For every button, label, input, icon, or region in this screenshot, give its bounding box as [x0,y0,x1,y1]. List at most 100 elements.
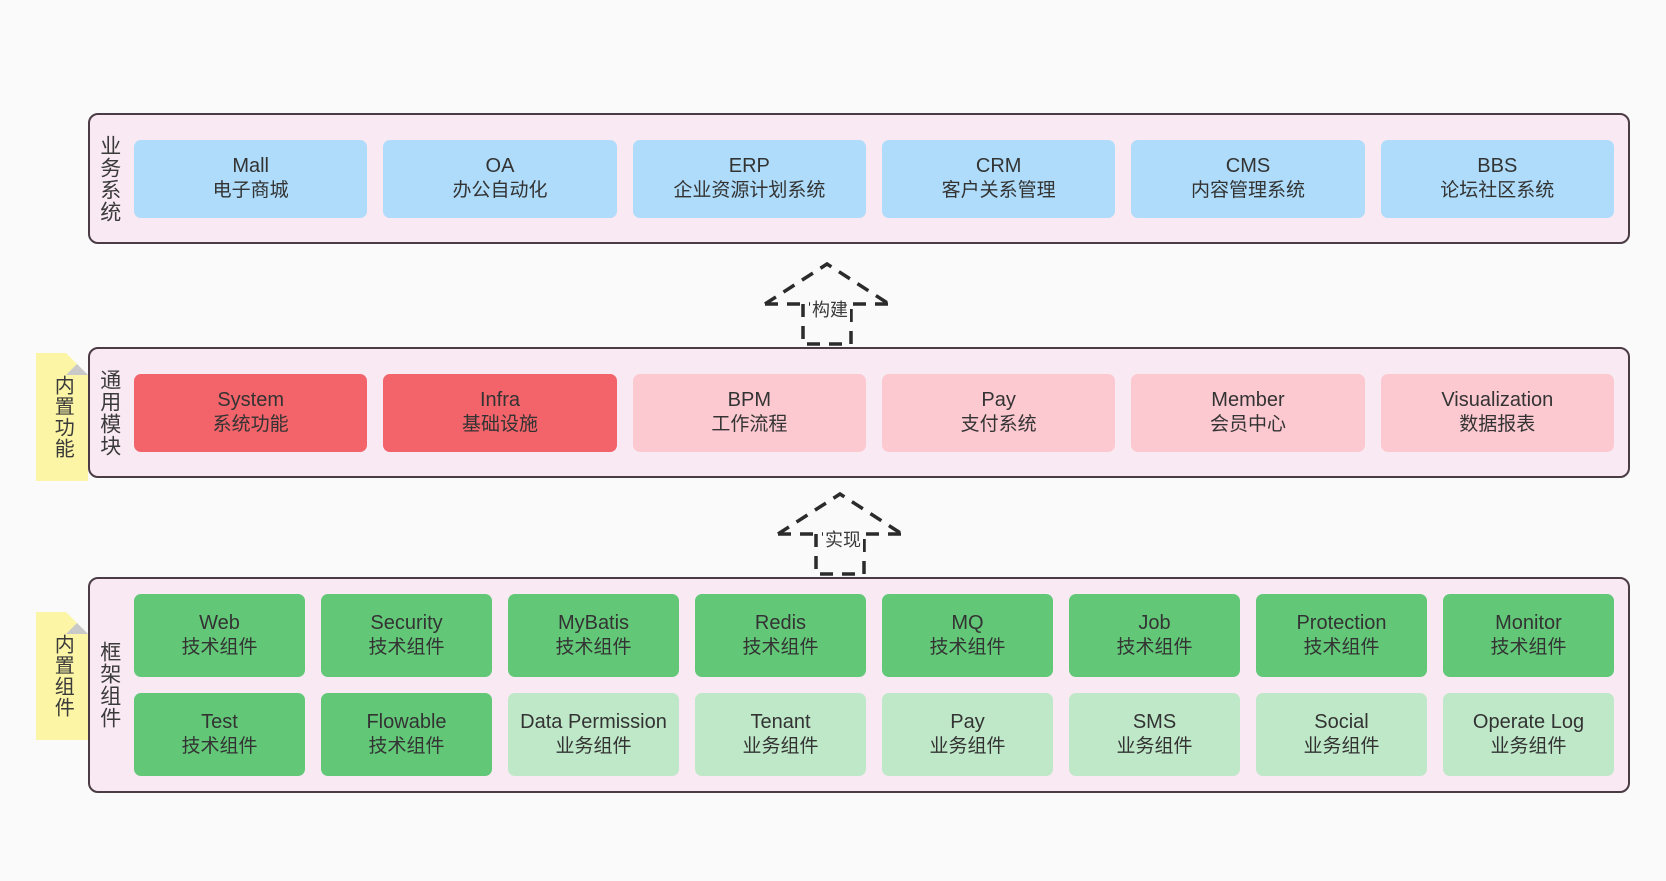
node-tenant[interactable]: Tenant 业务组件 [695,693,866,776]
node-mybatis[interactable]: MyBatis 技术组件 [508,594,679,677]
node-row: Test 技术组件 Flowable 技术组件 Data Permission … [134,693,1614,776]
node-crm[interactable]: CRM 客户关系管理 [881,139,1116,218]
node-bpm[interactable]: BPM 工作流程 [632,373,866,452]
node-title: Social [1314,711,1369,734]
node-subtitle: 企业资源计划系统 [673,180,826,202]
node-subtitle: 系统功能 [212,414,289,436]
node-bbs[interactable]: BBS 论坛社区系统 [1380,139,1614,218]
node-title: OA [485,155,515,178]
node-title: Visualization [1441,389,1554,412]
node-title: Job [1138,612,1171,635]
node-subtitle: 技术组件 [555,637,632,659]
node-title: BPM [727,389,771,412]
node-title: Security [370,612,443,635]
band-body-framework-components: Web 技术组件 Security 技术组件 MyBatis 技术组件 Redi… [128,579,1628,791]
node-security[interactable]: Security 技术组件 [321,594,492,677]
band-label-common-modules: 通用模块 [97,368,121,457]
node-subtitle: 技术组件 [742,637,819,659]
node-subtitle: 论坛社区系统 [1440,180,1555,202]
node-mq[interactable]: MQ 技术组件 [882,594,1053,677]
node-title: Flowable [366,711,447,734]
node-title: Data Permission [520,711,667,734]
node-subtitle: 客户关系管理 [941,180,1056,202]
node-row: Web 技术组件 Security 技术组件 MyBatis 技术组件 Redi… [134,594,1614,677]
node-flowable[interactable]: Flowable 技术组件 [321,693,492,776]
band-framework-components: 框架组件 Web 技术组件 Security 技术组件 MyBatis 技术组件… [88,577,1630,793]
node-subtitle: 业务组件 [742,736,819,758]
node-oa[interactable]: OA 办公自动化 [383,139,617,218]
node-redis[interactable]: Redis 技术组件 [695,594,866,677]
arrow-implement-label: 实现 [823,526,863,552]
node-subtitle: 技术组件 [1490,637,1567,659]
node-title: CRM [975,155,1022,178]
node-title: System [217,389,284,412]
node-subtitle: 业务组件 [1303,736,1380,758]
note-label: 内置组件 [51,634,74,718]
node-title: Pay [950,711,985,734]
node-subtitle: 办公自动化 [452,180,548,202]
node-title: Mall [232,155,269,178]
node-data-permission[interactable]: Data Permission 业务组件 [508,693,679,776]
node-subtitle: 支付系统 [960,414,1037,436]
node-title: SMS [1132,711,1177,734]
node-title: CMS [1225,155,1271,178]
node-title: Operate Log [1472,711,1585,734]
node-visualization[interactable]: Visualization 数据报表 [1380,373,1614,452]
band-body-business-systems: Mall 电子商城 OA 办公自动化 ERP 企业资源计划系统 CRM 客户关系… [128,115,1628,242]
node-subtitle: 业务组件 [1490,736,1567,758]
node-subtitle: 技术组件 [368,736,445,758]
node-subtitle: 技术组件 [368,637,445,659]
band-label-framework-components: 框架组件 [97,641,121,729]
node-mall[interactable]: Mall 电子商城 [134,139,368,218]
band-common-modules: 通用模块 System 系统功能 Infra 基础设施 BPM 工作流程 Pay… [88,347,1630,478]
node-row: System 系统功能 Infra 基础设施 BPM 工作流程 Pay 支付系统… [134,373,1614,452]
node-subtitle: 技术组件 [1303,637,1380,659]
node-subtitle: 业务组件 [929,736,1006,758]
note-builtin-functions: 内置功能 [36,353,88,481]
arrow-implement: 实现 [768,488,918,578]
node-protection[interactable]: Protection 技术组件 [1256,594,1427,677]
node-title: BBS [1477,155,1518,178]
node-member[interactable]: Member 会员中心 [1131,373,1365,452]
node-title: Redis [754,612,807,635]
node-test[interactable]: Test 技术组件 [134,693,305,776]
node-web[interactable]: Web 技术组件 [134,594,305,677]
node-job[interactable]: Job 技术组件 [1069,594,1240,677]
node-title: ERP [728,155,770,178]
node-row: Mall 电子商城 OA 办公自动化 ERP 企业资源计划系统 CRM 客户关系… [134,139,1614,218]
node-pay-module[interactable]: Pay 支付系统 [881,373,1116,452]
node-subtitle: 技术组件 [181,736,258,758]
node-title: Protection [1296,612,1387,635]
node-subtitle: 技术组件 [1116,637,1193,659]
node-title: Test [201,711,238,734]
node-subtitle: 电子商城 [212,180,289,202]
node-subtitle: 会员中心 [1209,414,1286,436]
dashed-hollow-arrow-icon [764,261,890,346]
node-subtitle: 业务组件 [555,736,632,758]
band-business-systems: 业务系统 Mall 电子商城 OA 办公自动化 ERP 企业资源计划系统 CRM… [88,113,1630,244]
node-title: Web [199,612,240,635]
node-infra[interactable]: Infra 基础设施 [383,373,617,452]
node-subtitle: 技术组件 [929,637,1006,659]
node-pay-component[interactable]: Pay 业务组件 [882,693,1053,776]
node-operate-log[interactable]: Operate Log 业务组件 [1443,693,1614,776]
node-erp[interactable]: ERP 企业资源计划系统 [632,139,866,218]
note-label: 内置功能 [51,375,74,459]
node-sms[interactable]: SMS 业务组件 [1069,693,1240,776]
node-subtitle: 内容管理系统 [1190,180,1305,202]
arrow-build: 构建 [755,258,905,348]
band-body-common-modules: System 系统功能 Infra 基础设施 BPM 工作流程 Pay 支付系统… [128,349,1628,476]
arrow-build-label: 构建 [810,296,850,322]
node-title: Infra [479,389,520,412]
node-title: Tenant [750,711,811,734]
note-builtin-components: 内置组件 [36,612,88,740]
node-social[interactable]: Social 业务组件 [1256,693,1427,776]
node-title: Monitor [1495,612,1562,635]
node-cms[interactable]: CMS 内容管理系统 [1131,139,1365,218]
node-monitor[interactable]: Monitor 技术组件 [1443,594,1614,677]
node-title: Member [1211,389,1285,412]
node-system[interactable]: System 系统功能 [134,373,368,452]
band-label-business-systems: 业务系统 [97,134,121,223]
node-title: MyBatis [557,612,630,635]
